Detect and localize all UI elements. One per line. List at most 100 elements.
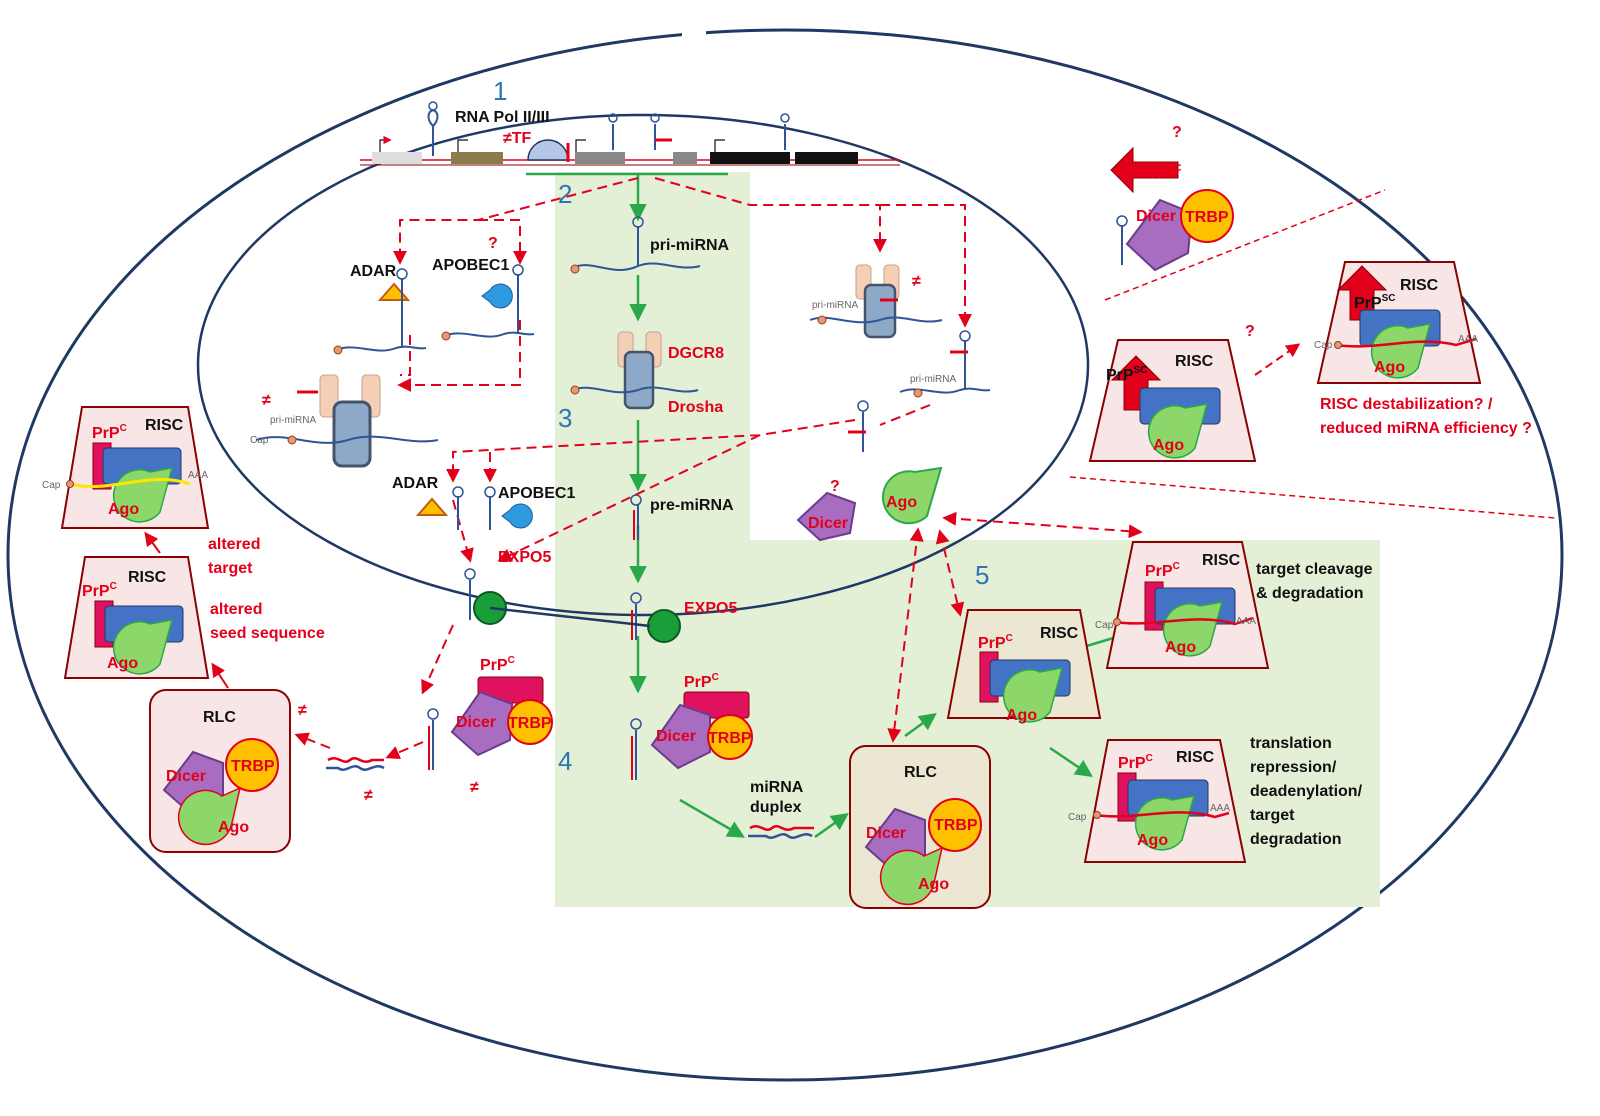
risc-translation-repression: [1083, 739, 1247, 863]
dicer-complex-alt: [450, 676, 553, 757]
step-5: 5: [975, 560, 989, 590]
pri-mirna-mutated-right-label: pri-miRNA: [910, 374, 956, 385]
altered-target-label-2: target: [208, 560, 253, 577]
mirna-duplex-label-1: miRNA: [750, 779, 804, 796]
apobec1-nuclear-shape: [481, 283, 513, 309]
risc-altered-target-prpc: PrPC: [92, 423, 127, 442]
pri-mirna-mutated-right: [899, 330, 991, 398]
prpsc-risc-question: ?: [1245, 323, 1255, 340]
risc-repression-aaa: AAA: [1210, 803, 1230, 814]
rlc-canonical-trbp: TRBP: [934, 817, 978, 834]
step-1: 1: [493, 76, 507, 106]
prpc-canonical-label: PrPC: [684, 672, 719, 691]
step-4: 4: [558, 746, 572, 776]
adar-triangle-cyto: [415, 497, 449, 516]
promoter-arrow-3: [575, 139, 586, 152]
target-cleavage-label-2: & degradation: [1256, 585, 1364, 602]
prpsc-dicer-dicer: Dicer: [1136, 208, 1176, 225]
prpsc-risc-right-cap: Cap: [1314, 340, 1333, 351]
rlc-canonical: [849, 745, 991, 909]
apobec1-cyto-label: APOBEC1: [498, 485, 575, 502]
cell-membrane-gap: [682, 28, 706, 38]
risc-target-cleavage: [1105, 541, 1270, 669]
translation-label-4: target: [1250, 807, 1295, 824]
promoter-arrow-4: [714, 139, 725, 152]
risc-altered-seed: [63, 556, 210, 679]
prpsc-dicer-complex: [1110, 146, 1234, 272]
prpsc-dicer-label: PrPSC: [1140, 163, 1181, 182]
risc-canonical-top: [946, 609, 1102, 723]
drosha-complex-canonical: [570, 331, 699, 410]
free-dicer-label: Dicer: [808, 515, 848, 532]
promoter-arrow-2: [457, 139, 468, 152]
mirna-duplex-label-2: duplex: [750, 799, 802, 816]
translation-label-3: deadenylation/: [1250, 783, 1363, 800]
altered-target-label-1: altered: [208, 536, 260, 553]
drosha-left-pri: pri-miRNA: [270, 415, 316, 426]
cell-membrane: [6, 28, 1564, 1082]
gene-exon-3: [575, 152, 625, 164]
pre-mirna-mutated: [848, 400, 869, 452]
risc-canonical-top-prpc: PrPC: [978, 633, 1013, 652]
free-dicer-question: ?: [830, 478, 840, 495]
step-2: 2: [558, 179, 572, 209]
gene-exon-6: [795, 152, 858, 164]
separator-line-bottom: [1069, 476, 1556, 519]
apobec1-cyto-shape: [501, 503, 533, 529]
gene-exon-1: [372, 152, 422, 164]
trbp-alt-label: TRBP: [508, 715, 552, 732]
prpsc-risc-left-ago: Ago: [1153, 437, 1184, 454]
risc-destab-label-2: reduced miRNA efficiency ?: [1320, 420, 1532, 437]
risc-altered-seed-prpc: PrPC: [82, 581, 117, 600]
drosha-label: Drosha: [668, 399, 723, 416]
risc-altered-target-aaa: AAA: [188, 470, 208, 481]
pre-mirna-alt-dicer: [427, 708, 439, 770]
dgcr8-label: DGCR8: [668, 345, 724, 362]
gene-exon-2: [451, 152, 503, 164]
gene-locus: [360, 101, 900, 166]
apobec1-nuclear-question: ?: [488, 235, 498, 252]
rlc-canonical-ago: Ago: [918, 876, 949, 893]
ne-right-drosha: ≠: [912, 273, 921, 290]
prpsc-risc-right-title: RISC: [1400, 277, 1439, 294]
risc-altered-target-cap: Cap: [42, 480, 61, 491]
mirna-duplex-altered: [326, 757, 385, 771]
rna-pol-label: RNA Pol II/III: [455, 109, 550, 126]
risc-altered-seed-title: RISC: [128, 569, 167, 586]
separator-line-top: [1104, 189, 1386, 301]
prpc-alt-label: PrPC: [480, 655, 515, 674]
pre-mirna-label: pre-miRNA: [650, 497, 734, 514]
free-dicer: [796, 491, 857, 542]
altered-seed-label-1: altered: [210, 601, 262, 618]
prpsc-risc-right-ago: Ago: [1374, 359, 1405, 376]
ne-alt-dicer: ≠: [470, 779, 479, 796]
ne-duplex: ≠: [364, 787, 373, 804]
cytoplasm-dashed-arrows: [887, 511, 1143, 743]
risc-altered-seed-ago: Ago: [107, 655, 138, 672]
risc-repression-prpc: PrPC: [1118, 753, 1153, 772]
pri-mirna-canonical: [570, 216, 701, 274]
dicer-alt-label: Dicer: [456, 714, 496, 731]
free-ago-label: Ago: [886, 494, 917, 511]
adar-triangle-nuclear: [377, 282, 411, 301]
risc-cleavage-title: RISC: [1202, 552, 1241, 569]
drosha-left-cap: Cap: [250, 435, 269, 446]
translation-label-1: translation: [1250, 735, 1332, 752]
rna-polymerase: [527, 139, 569, 161]
risc-canonical-top-title: RISC: [1040, 625, 1079, 642]
translation-label-2: repression/: [1250, 759, 1337, 776]
risc-cleavage-aaa: AAA: [1236, 616, 1256, 627]
prpsc-risc-right-prp: PrPSC: [1354, 293, 1395, 312]
ne-rlc: ≠: [298, 702, 307, 719]
risc-cleavage-prpc: PrPC: [1145, 561, 1180, 580]
adar-cyto-label: ADAR: [392, 475, 439, 492]
ne-left-drosha: ≠: [262, 392, 271, 409]
apobec1-nuclear-label: APOBEC1: [432, 257, 509, 274]
risc-canonical-top-ago: Ago: [1006, 707, 1037, 724]
pri-mirna-edited-right: [441, 264, 535, 341]
promoter-arrow-1: [379, 135, 392, 152]
expo5-canonical-label: EXPO5: [684, 600, 737, 617]
nuclear-envelope: [196, 113, 1090, 617]
rlc-altered: [149, 689, 291, 853]
